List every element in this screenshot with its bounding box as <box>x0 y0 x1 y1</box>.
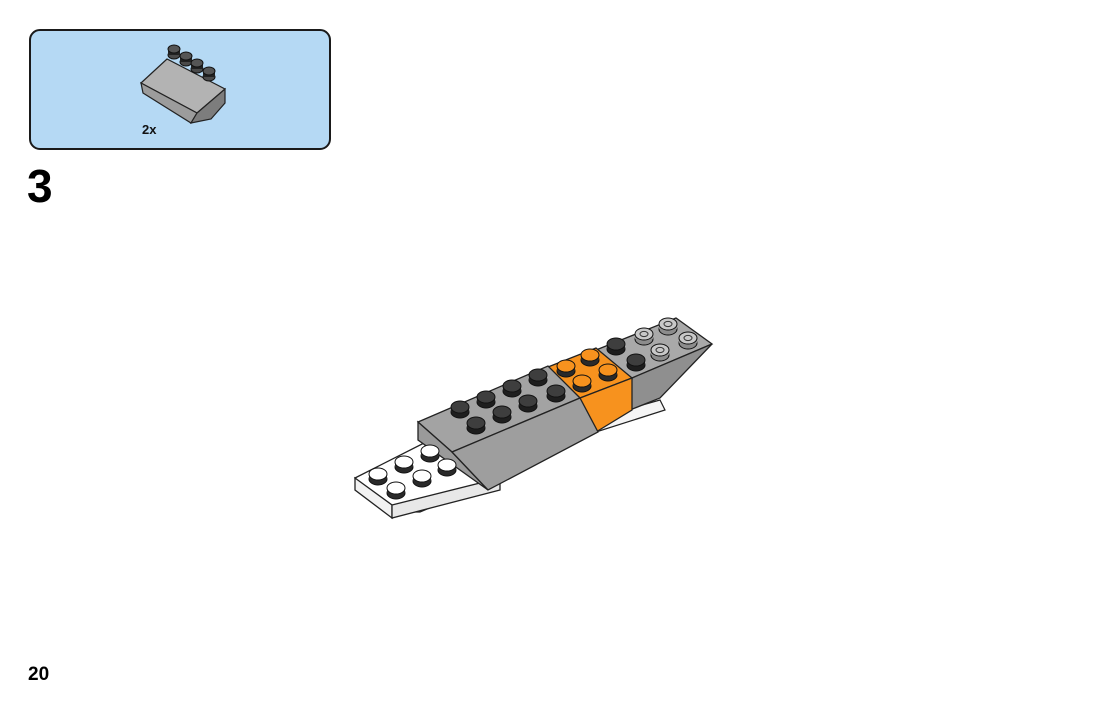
stud <box>634 327 654 346</box>
stud <box>412 469 432 488</box>
stud <box>386 481 406 500</box>
stud <box>650 343 670 362</box>
stud <box>546 384 566 403</box>
stud <box>450 400 470 419</box>
stud <box>394 455 414 474</box>
stud <box>606 337 626 356</box>
stud <box>437 458 457 477</box>
stud <box>626 353 646 372</box>
step-number: 3 <box>27 160 53 212</box>
stud <box>502 379 522 398</box>
stud <box>678 331 698 350</box>
stud <box>476 390 496 409</box>
stud <box>556 359 576 378</box>
stud <box>580 348 600 367</box>
quantity-label: 2x <box>142 122 157 137</box>
stud <box>368 467 388 486</box>
stud <box>598 363 618 382</box>
slope-brick-icon <box>139 44 227 124</box>
stud <box>518 394 538 413</box>
stud <box>528 368 548 387</box>
parts-callout: 2x <box>29 29 331 150</box>
stud <box>658 317 678 336</box>
stud <box>420 444 440 463</box>
stud-group <box>368 317 698 500</box>
stud <box>572 374 592 393</box>
page-number: 20 <box>28 664 50 685</box>
stud <box>492 405 512 424</box>
stud <box>466 416 486 435</box>
